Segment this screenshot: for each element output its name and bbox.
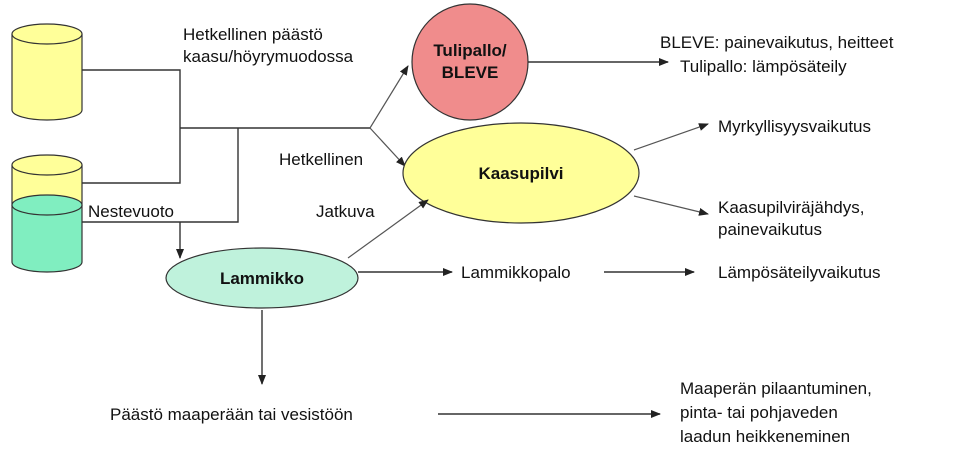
gas-cloud-ellipse (402, 122, 640, 224)
liquid-leak-connector (82, 128, 239, 223)
gas-tank-body (11, 34, 83, 121)
effect-heat-radiation: Lämpösäteilyvaikutus (718, 263, 881, 282)
effect-explosion-line1: Kaasupilviräjähdys, (718, 198, 864, 217)
pool-label: Lammikko (220, 269, 304, 288)
pool-node: Lammikko (165, 247, 359, 309)
liquid-tank (11, 154, 83, 273)
liquid-tank-liquid-phase (11, 205, 83, 273)
arrow-to-toxicity (633, 123, 709, 151)
arrow-pool-to-gas-cloud (347, 199, 429, 259)
arrow-to-explosion (633, 195, 709, 216)
liquid-tank-top (11, 154, 83, 176)
arrow-to-fireball (369, 65, 409, 129)
gas-cloud-label: Kaasupilvi (478, 164, 563, 183)
effect-bleve: BLEVE: painevaikutus, heitteet (660, 33, 894, 52)
effect-fireball-heat: Tulipallo: lämpösäteily (680, 57, 847, 76)
instant-release-gas-label-line2: kaasu/höyrymuodossa (183, 47, 354, 66)
pool-ellipse (165, 247, 359, 309)
pool-fire-label: Lammikkopalo (461, 263, 571, 282)
effect-soil-line2: pinta- tai pohjaveden (680, 403, 838, 422)
fireball-label-line1: Tulipallo/ (433, 41, 507, 60)
continuous-label: Jatkuva (316, 202, 375, 221)
gas-tank (11, 23, 83, 121)
gas-tank-connector (82, 69, 181, 184)
effect-soil-line1: Maaperän pilaantuminen, (680, 379, 872, 398)
instant-label: Hetkellinen (279, 150, 363, 169)
fireball-label-line2: BLEVE (442, 63, 499, 82)
fireball-circle (411, 3, 529, 121)
tank-connectors (82, 69, 370, 259)
soil-release-label: Päästö maaperään tai vesistöön (110, 405, 353, 424)
effect-soil-line3: laadun heikkeneminen (680, 427, 850, 446)
gas-cloud-node: Kaasupilvi (402, 122, 640, 224)
liquid-leak-label: Nestevuoto (88, 202, 174, 221)
fireball-node: Tulipallo/ BLEVE (411, 3, 529, 121)
gas-tank-top (11, 23, 83, 45)
effect-toxicity: Myrkyllisyysvaikutus (718, 117, 871, 136)
instant-release-gas-label-line1: Hetkellinen päästö (183, 25, 323, 44)
arrow-to-gas-cloud (369, 127, 406, 167)
liquid-surface (11, 194, 83, 216)
effect-explosion-line2: painevaikutus (718, 220, 822, 239)
